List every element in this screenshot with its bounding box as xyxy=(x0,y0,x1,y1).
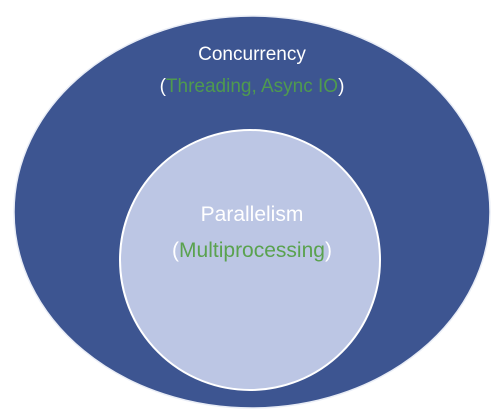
parallelism-circle xyxy=(119,129,381,391)
close-paren: ) xyxy=(338,76,345,97)
parallelism-subtitle: (Multiprocessing) xyxy=(0,239,504,263)
parallelism-title: Parallelism xyxy=(200,203,304,226)
open-paren: ( xyxy=(159,76,166,97)
open-paren: ( xyxy=(172,239,180,262)
concurrency-detail: Threading, Async IO xyxy=(165,76,339,97)
concurrency-title: Concurrency xyxy=(198,44,306,65)
close-paren: ) xyxy=(324,239,332,262)
concurrency-subtitle: (Threading, Async IO) xyxy=(0,76,504,98)
parallelism-detail: Multiprocessing xyxy=(179,239,325,262)
